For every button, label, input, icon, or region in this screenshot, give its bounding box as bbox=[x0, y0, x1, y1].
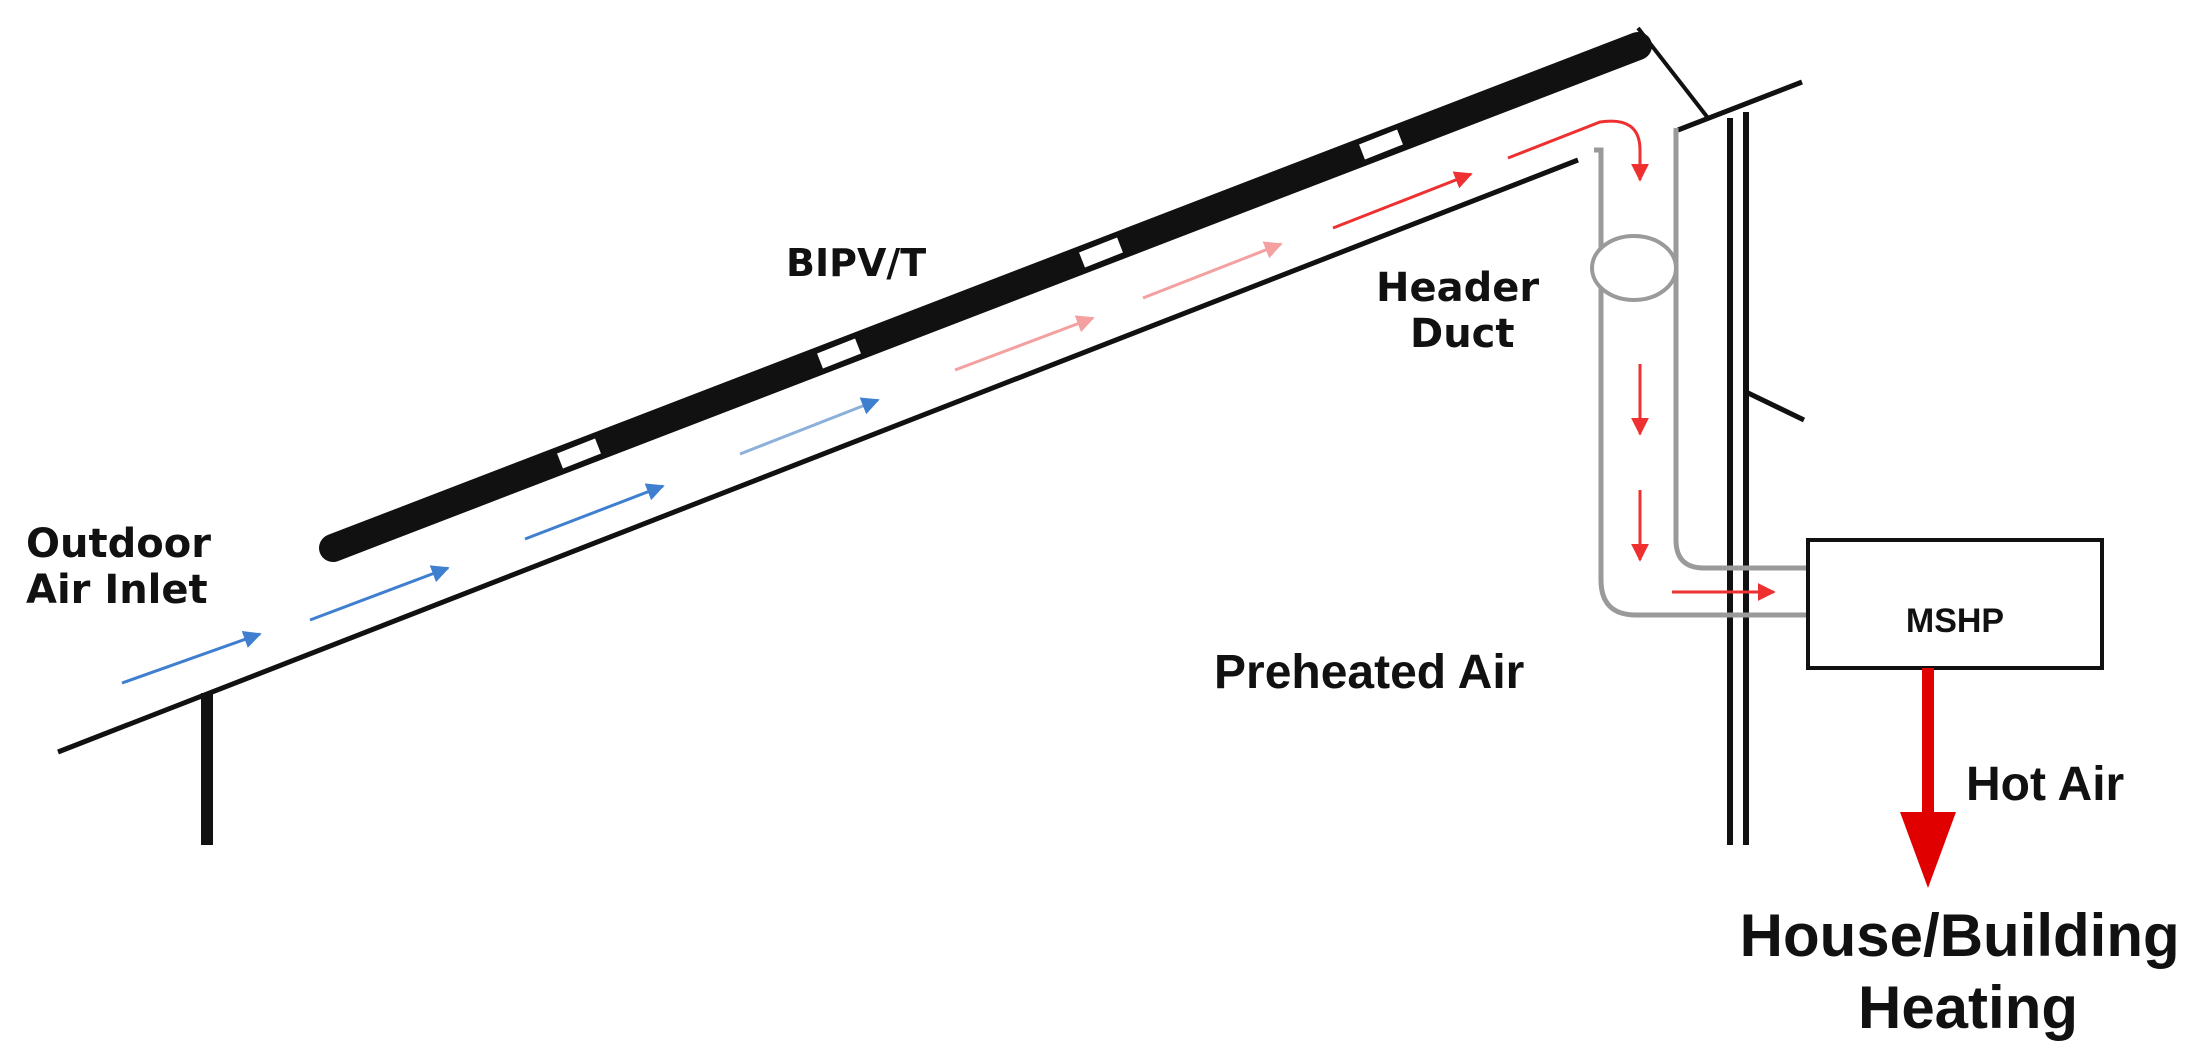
panel-gap-2 bbox=[817, 338, 861, 369]
preheated-air-label: Preheated Air bbox=[1214, 646, 1524, 699]
house-building-heating-label: House/Building Heating bbox=[1740, 902, 2197, 1041]
airflow-arrow bbox=[739, 397, 880, 456]
ridge-right-slope bbox=[1677, 79, 1803, 133]
ridge-edge bbox=[1636, 26, 1710, 120]
hot-air-arrow-head bbox=[1900, 812, 1956, 888]
outdoor-air-inlet-label: Outdoor Air Inlet bbox=[26, 521, 225, 613]
airflow-arrows bbox=[121, 119, 1776, 685]
mshp-label: MSHP bbox=[1906, 602, 2004, 640]
mshp-box bbox=[1806, 538, 2104, 670]
airflow-arrow bbox=[524, 483, 665, 541]
airflow-arrow bbox=[1332, 171, 1473, 230]
header-line-1: Header bbox=[1376, 265, 1539, 311]
panel-gap-3 bbox=[1079, 237, 1123, 268]
hot-air-label: Hot Air bbox=[1966, 758, 2124, 811]
header-duct-label: Header Duct bbox=[1376, 265, 1553, 357]
bipvt-panel bbox=[319, 32, 1652, 562]
roof-lower-line bbox=[57, 157, 1579, 755]
outdoor-line-2: Air Inlet bbox=[26, 567, 208, 613]
panel-gap-4 bbox=[1359, 129, 1403, 160]
airflow-arrow bbox=[309, 565, 450, 622]
panel-gap-1 bbox=[557, 438, 601, 469]
airflow-arrow bbox=[1142, 241, 1283, 300]
header-line-2: Duct bbox=[1410, 311, 1515, 357]
header-duct-pipe bbox=[1594, 128, 1806, 618]
airflow-arrow bbox=[1507, 119, 1649, 182]
outdoor-line-1: Outdoor bbox=[26, 521, 211, 567]
wall-brace bbox=[1744, 389, 1806, 423]
bipvt-label: BIPV/T bbox=[786, 241, 926, 285]
header-duct-junction bbox=[1590, 234, 1678, 302]
house-line-1: House/Building bbox=[1740, 902, 2180, 969]
airflow-arrow bbox=[954, 315, 1095, 372]
house-line-2: Heating bbox=[1858, 974, 2078, 1041]
airflow-arrow bbox=[121, 630, 262, 685]
